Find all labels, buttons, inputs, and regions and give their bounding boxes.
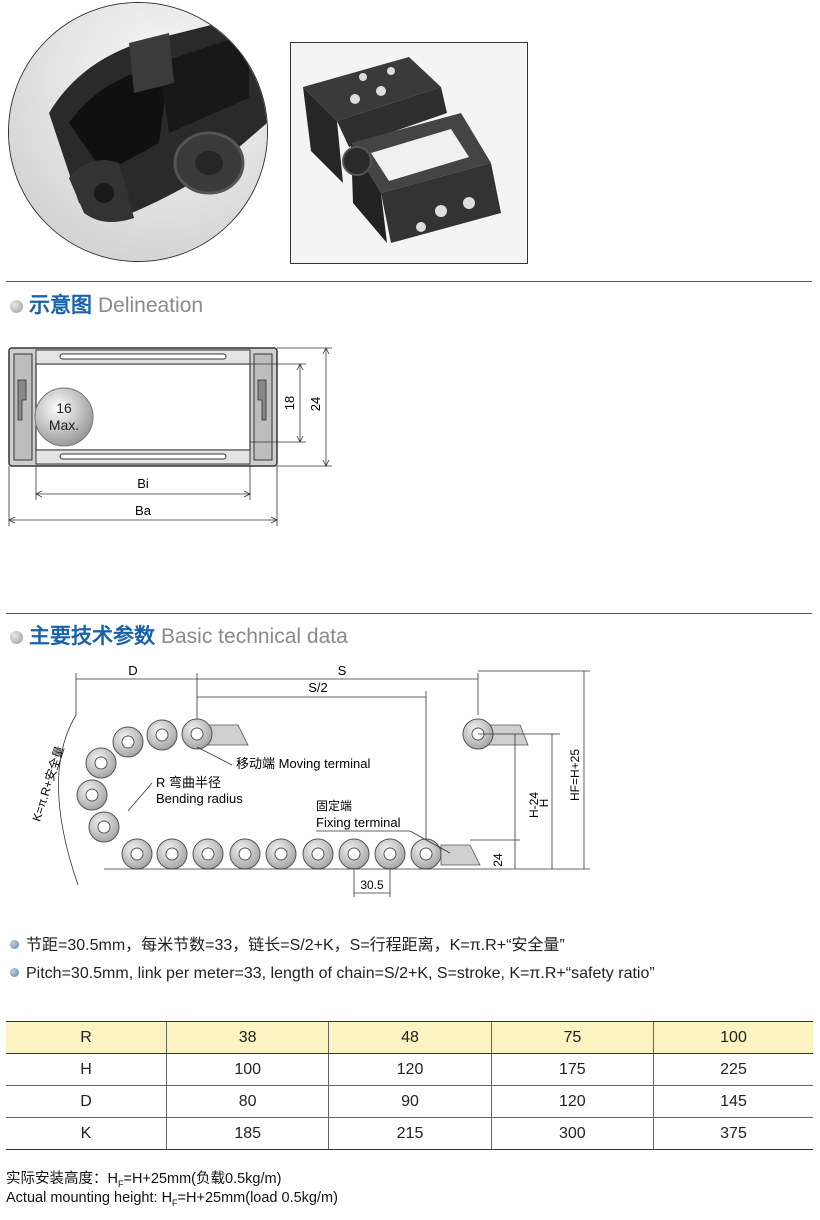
table-cell: H [6, 1053, 167, 1086]
table-cell: 225 [653, 1053, 813, 1086]
chain-bend-links [76, 718, 213, 843]
table-cell: 215 [328, 1117, 492, 1150]
table-row: H 100 120 175 225 [6, 1053, 813, 1086]
chain-installation-diagram: D S S/2 K=π.R+安全量 移动端 Moving terminal R … [28, 663, 590, 897]
note-en: Pitch=30.5mm, link per meter=33, length … [10, 965, 655, 983]
label-h-minus-24: H-24 [527, 792, 541, 818]
table-cell: 175 [490, 1053, 654, 1086]
label-hf: HF=H+25 [568, 749, 582, 801]
table-cell: 185 [165, 1117, 329, 1150]
mounting-height-cn: 实际安装高度：HF=H+25mm(负载0.5kg/m) [6, 1167, 281, 1189]
chain-closeup-image [9, 3, 267, 261]
label-k: K=π.R+安全量 [28, 744, 66, 823]
section-title-en: Basic technical data [161, 625, 348, 648]
max-diameter-sphere [34, 387, 94, 447]
label-d: D [128, 663, 137, 678]
label-h: H [537, 799, 551, 808]
table-cell: 145 [653, 1085, 813, 1118]
footer-cn-suffix: =H+25mm(负载0.5kg/m) [123, 1171, 282, 1187]
label-pitch: 30.5 [360, 878, 384, 892]
table-cell: 80 [165, 1085, 329, 1118]
chain-straight-links [121, 838, 442, 870]
label-fixing-terminal-cn: 固定端 [316, 798, 352, 813]
bullet-icon [10, 940, 19, 949]
footer-cn-prefix: 实际安装高度：H [6, 1171, 118, 1187]
footer-en-subscript: F [172, 1197, 178, 1208]
section-title-cn: 示意图 [29, 294, 92, 317]
note-en-text: Pitch=30.5mm, link per meter=33, length … [26, 965, 655, 982]
table-row: D 80 90 120 145 [6, 1085, 813, 1118]
dim-outer-width: Ba [135, 503, 152, 518]
table-cell: R [6, 1021, 167, 1054]
label-moving-terminal: 移动端 Moving terminal [236, 756, 370, 771]
table-cell: 38 [165, 1021, 329, 1054]
spec-table-wrapper: R 38 48 75 100 H 100 120 175 225 D 80 90… [6, 1021, 813, 1150]
note-cn-text: 节距=30.5mm，每米节数=33，链长=S/2+K，S=行程距离，K=π.R+… [26, 937, 565, 954]
dim-inner-width: Bi [137, 476, 149, 491]
max-diameter-value: 16 [56, 400, 72, 416]
bullet-icon [10, 968, 19, 977]
table-cell: D [6, 1085, 167, 1118]
table-cell: 120 [490, 1085, 654, 1118]
bullet-icon [10, 631, 23, 644]
bullet-icon [10, 300, 23, 313]
section-divider-technical [6, 613, 812, 614]
table-cell: 75 [490, 1021, 654, 1054]
footer-en-suffix: =H+25mm(load 0.5kg/m) [177, 1190, 338, 1206]
spec-table: R 38 48 75 100 H 100 120 175 225 D 80 90… [6, 1021, 813, 1150]
mounting-height-en: Actual mounting height: HF=H+25mm(load 0… [6, 1190, 338, 1208]
dim-inner-height: 18 [282, 396, 297, 410]
max-diameter-label: Max. [49, 417, 79, 433]
table-cell: 100 [653, 1021, 813, 1054]
product-photo-link [290, 42, 528, 264]
table-row: K 185 215 300 375 [6, 1117, 813, 1150]
label-bending-radius-cn: R 弯曲半径 [156, 775, 221, 790]
dim-outer-height: 24 [308, 397, 323, 411]
footer-cn-subscript: F [117, 1178, 124, 1189]
footer-en-prefix: Actual mounting height: H [6, 1190, 173, 1206]
table-row: R 38 48 75 100 [6, 1021, 813, 1054]
section-title-technical: 主要技术参数 Basic technical data [10, 620, 348, 650]
table-cell: 100 [165, 1053, 329, 1086]
note-cn: 节距=30.5mm，每米节数=33，链长=S/2+K，S=行程距离，K=π.R+… [10, 931, 565, 955]
table-cell: K [6, 1117, 167, 1150]
product-photo-closeup [8, 2, 268, 262]
label-s: S [338, 663, 347, 678]
table-cell: 48 [328, 1021, 492, 1054]
label-fixing-terminal-en: Fixing terminal [316, 815, 401, 830]
chain-link-image [291, 43, 527, 263]
table-cell: 375 [653, 1117, 813, 1150]
label-24: 24 [491, 853, 505, 867]
table-cell: 120 [328, 1053, 492, 1086]
table-cell: 90 [328, 1085, 492, 1118]
label-bending-radius-en: Bending radius [156, 791, 243, 806]
table-cell: 300 [490, 1117, 654, 1150]
section-title-cn: 主要技术参数 [29, 625, 155, 648]
section-title-delineation: 示意图 Delineation [10, 289, 203, 319]
section-divider-delineation [6, 281, 812, 282]
section-title-en: Delineation [98, 294, 204, 317]
delineation-diagram: 16 Max. 18 24 Bi Ba [8, 347, 332, 526]
label-s-half: S/2 [308, 680, 328, 695]
